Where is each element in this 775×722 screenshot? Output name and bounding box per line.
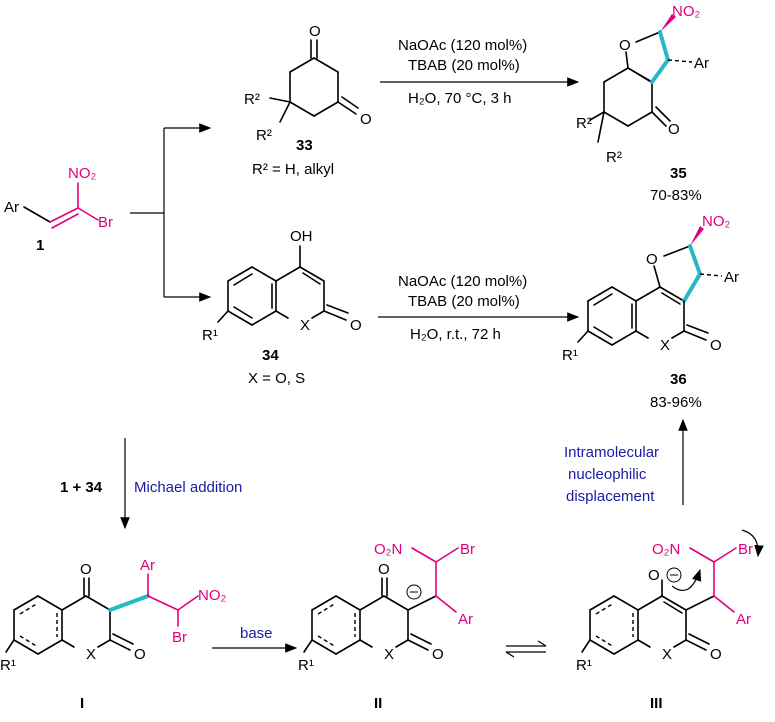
label-I: I [80, 695, 84, 712]
svg-text:R¹: R¹ [576, 657, 592, 674]
svg-text:TBAB (20 mol%): TBAB (20 mol%) [408, 293, 520, 310]
svg-text:X: X [384, 646, 394, 663]
svg-text:O: O [710, 337, 722, 354]
svg-text:base: base [240, 625, 273, 642]
svg-text:Br: Br [98, 214, 113, 231]
svg-text:O: O [378, 561, 390, 578]
svg-text:nucleophilic: nucleophilic [568, 466, 647, 483]
svg-text:O: O [668, 121, 680, 138]
michael-arrow: 1 + 34 Michael addition [60, 438, 242, 530]
compound-35: O NO₂ Ar O R² R² 35 70-83% [576, 3, 709, 204]
svg-text:O: O [134, 646, 146, 663]
x-definition: X = O, S [248, 370, 305, 387]
svg-text:X: X [660, 337, 670, 354]
label-35: 35 [670, 165, 687, 182]
label-33: 33 [296, 137, 313, 154]
svg-text:O₂N: O₂N [374, 541, 402, 558]
svg-text:NaOAc (120 mol%): NaOAc (120 mol%) [398, 273, 527, 290]
base-arrow: base [212, 625, 298, 653]
svg-text:NO₂: NO₂ [68, 165, 97, 182]
svg-text:H₂O, 70 °C, 3 h: H₂O, 70 °C, 3 h [408, 90, 512, 107]
yield-35: 70-83% [650, 187, 702, 204]
svg-text:O: O [710, 646, 722, 663]
svg-text:O: O [350, 317, 362, 334]
svg-text:OH: OH [290, 228, 313, 245]
svg-text:R¹: R¹ [202, 327, 218, 344]
svg-text:TBAB (20 mol%): TBAB (20 mol%) [408, 57, 520, 74]
svg-text:H₂O, r.t., 72 h: H₂O, r.t., 72 h [410, 326, 501, 343]
svg-text:R²: R² [256, 127, 272, 144]
svg-text:O₂N: O₂N [652, 541, 680, 558]
svg-text:X: X [662, 646, 672, 663]
svg-text:Br: Br [460, 541, 475, 558]
equilibrium-arrows [505, 640, 547, 658]
svg-text:R¹: R¹ [0, 657, 16, 674]
svg-text:R²: R² [606, 149, 622, 166]
compound-33: O O R² R² 33 R² = H, alkyl [244, 23, 372, 178]
svg-text:O: O [80, 561, 92, 578]
svg-text:O: O [360, 111, 372, 128]
svg-text:Ar: Ar [4, 199, 19, 216]
svg-text:Ar: Ar [140, 557, 155, 574]
svg-text:Br: Br [172, 629, 187, 646]
svg-text:Ar: Ar [694, 55, 709, 72]
svg-text:NO₂: NO₂ [702, 213, 731, 230]
bottom-reaction-arrow: NaOAc (120 mol%) TBAB (20 mol%) H₂O, r.t… [378, 273, 580, 343]
intermediate-III: O X O R¹ Ar O₂N Br III [576, 529, 764, 712]
displacement-arrow: Intramolecular nucleophilic displacement [564, 418, 688, 505]
svg-text:R¹: R¹ [298, 657, 314, 674]
compound-34: OH X O R¹ 34 X = O, S [202, 228, 362, 387]
intermediate-II: O X O R¹ Ar O₂N Br II [298, 541, 475, 712]
svg-text:Intramolecular: Intramolecular [564, 444, 659, 461]
svg-text:O: O [648, 567, 660, 584]
svg-text:O: O [432, 646, 444, 663]
svg-text:NO₂: NO₂ [672, 3, 701, 20]
svg-text:1 + 34: 1 + 34 [60, 479, 103, 496]
svg-text:X: X [300, 317, 310, 334]
r2-definition: R² = H, alkyl [252, 161, 334, 178]
branch-arrows [130, 123, 212, 302]
svg-text:R²: R² [576, 115, 592, 132]
label-1: 1 [36, 237, 44, 254]
intermediate-I: O X O R¹ Ar NO₂ Br I [0, 557, 227, 712]
svg-text:displacement: displacement [566, 488, 655, 505]
label-34: 34 [262, 347, 279, 364]
svg-text:NaOAc (120 mol%): NaOAc (120 mol%) [398, 37, 527, 54]
svg-text:O: O [646, 251, 658, 268]
svg-text:Ar: Ar [736, 611, 751, 628]
label-II: II [374, 695, 382, 712]
yield-36: 83-96% [650, 394, 702, 411]
top-reaction-arrow: NaOAc (120 mol%) TBAB (20 mol%) H₂O, 70 … [380, 37, 580, 107]
svg-text:Ar: Ar [458, 611, 473, 628]
svg-text:R¹: R¹ [562, 347, 578, 364]
svg-text:Br: Br [738, 541, 753, 558]
svg-text:O: O [309, 23, 321, 40]
svg-text:O: O [619, 37, 631, 54]
svg-text:NO₂: NO₂ [198, 587, 227, 604]
svg-text:X: X [86, 646, 96, 663]
label-36: 36 [670, 371, 687, 388]
svg-text:Ar: Ar [724, 269, 739, 286]
svg-text:Michael addition: Michael addition [134, 479, 242, 496]
label-III: III [650, 695, 663, 712]
svg-text:R²: R² [244, 91, 260, 108]
compound-36: O NO₂ Ar X O R¹ 36 83-96% [562, 213, 739, 411]
compound-1: Ar NO₂ Br 1 [4, 165, 113, 254]
